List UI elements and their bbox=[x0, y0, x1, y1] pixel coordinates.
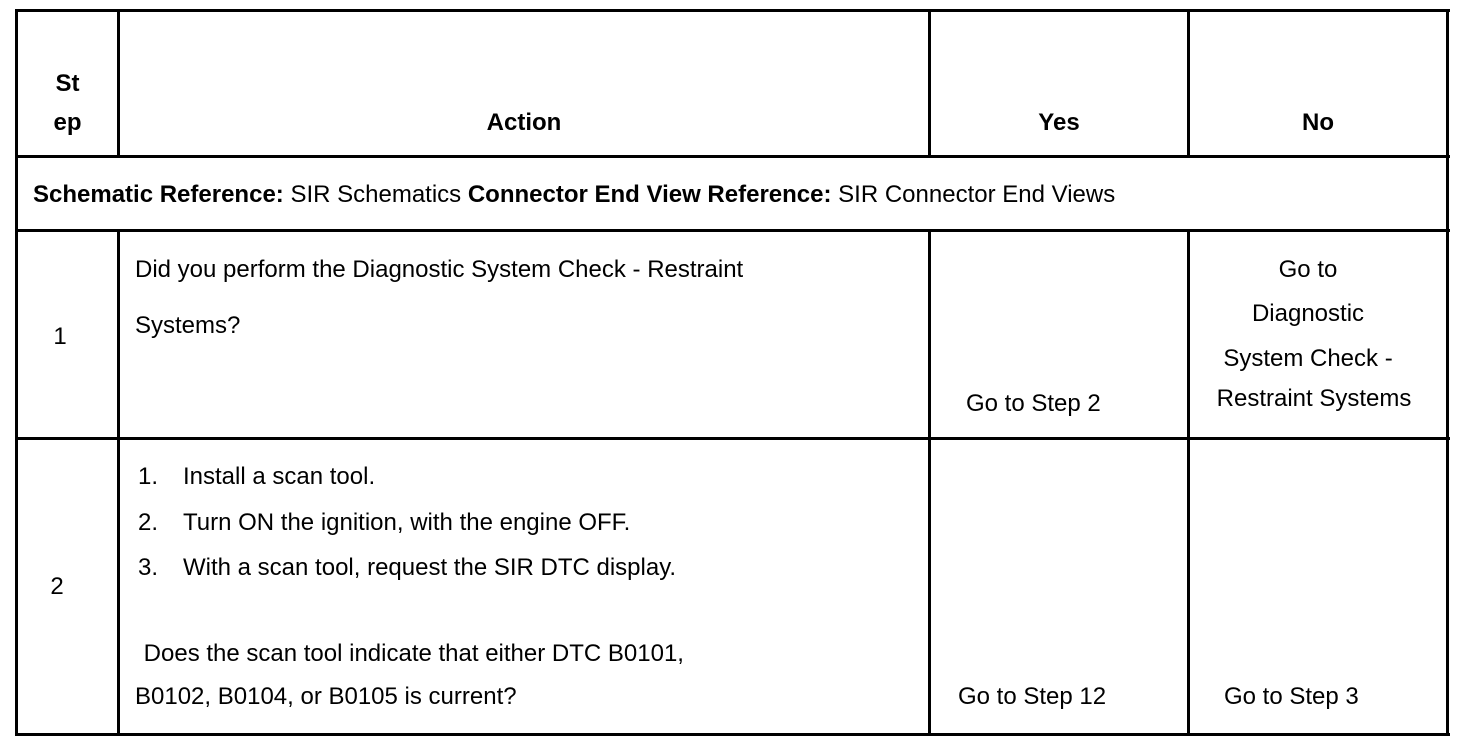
row2-list-num-1: 1. bbox=[138, 463, 159, 490]
header-step-line1: St bbox=[55, 70, 80, 97]
row2-question-line1: Does the scan tool indicate that either … bbox=[137, 640, 684, 667]
col-divider-action-rows bbox=[928, 229, 931, 736]
row2-list-num-2: 2. bbox=[138, 509, 159, 536]
row1-no-line4: Restraint Systems bbox=[1216, 385, 1412, 412]
col-divider-step-header bbox=[117, 9, 120, 158]
row1-yes: Go to Step 2 bbox=[966, 390, 1101, 417]
col-divider-step-rows bbox=[117, 229, 120, 736]
col-divider-action-header bbox=[928, 9, 931, 158]
header-step-line2: ep bbox=[53, 109, 82, 136]
schematic-reference-value: SIR Schematics bbox=[290, 181, 462, 208]
row2-list-num-3: 3. bbox=[138, 554, 159, 581]
schematic-reference-label: Schematic Reference: bbox=[33, 181, 284, 208]
row2-question-line2: B0102, B0104, or B0105 is current? bbox=[135, 683, 517, 710]
row1-no-line3: System Check - bbox=[1223, 345, 1393, 372]
header-yes: Yes bbox=[1038, 109, 1080, 136]
row1-no-line2: Diagnostic bbox=[1251, 300, 1365, 327]
col-divider-yes-header bbox=[1187, 9, 1190, 158]
row1-action-line2: Systems? bbox=[135, 312, 241, 339]
table-border-right bbox=[1446, 9, 1449, 736]
reference-divider bbox=[16, 229, 1450, 232]
table-border-top bbox=[16, 9, 1450, 12]
row2-list-text-2: Turn ON the ignition, with the engine OF… bbox=[183, 509, 631, 536]
row1-step: 1 bbox=[53, 323, 67, 350]
header-no: No bbox=[1302, 109, 1334, 136]
row2-list-text-3: With a scan tool, request the SIR DTC di… bbox=[183, 554, 677, 581]
table-border-left bbox=[15, 9, 18, 736]
row2-yes: Go to Step 12 bbox=[958, 683, 1107, 710]
connector-reference-value: SIR Connector End Views bbox=[838, 181, 1116, 208]
row1-action-line1: Did you perform the Diagnostic System Ch… bbox=[135, 256, 744, 283]
row2-list-text-1: Install a scan tool. bbox=[183, 463, 376, 490]
table-border-bottom bbox=[16, 733, 1450, 736]
reference-line: Schematic Reference: SIR Schematics Conn… bbox=[33, 183, 1115, 207]
header-divider bbox=[16, 155, 1450, 158]
row2-step: 2 bbox=[50, 573, 64, 600]
row1-no-line1: Go to bbox=[1278, 256, 1338, 283]
row1-divider bbox=[16, 437, 1450, 440]
connector-reference-label: Connector End View Reference: bbox=[467, 181, 832, 208]
col-divider-yes-rows bbox=[1187, 229, 1190, 736]
row2-no: Go to Step 3 bbox=[1224, 683, 1359, 710]
header-action: Action bbox=[486, 109, 562, 136]
